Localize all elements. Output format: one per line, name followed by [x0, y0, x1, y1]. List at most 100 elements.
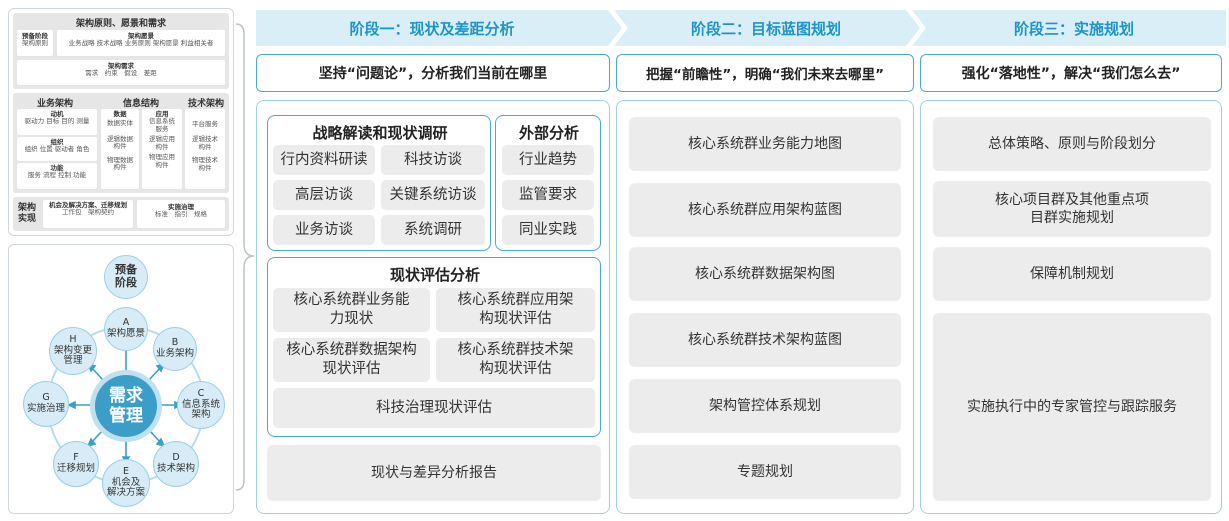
plan-execution-oversight: 实施执行中的专家管控与跟踪服务	[933, 313, 1211, 501]
data-physical: 物理数据构件	[107, 155, 133, 172]
tech-arch-title: 技术架构	[187, 99, 224, 109]
data-title: 数据	[113, 110, 127, 118]
opportunity-box: 机会及解决方案、迁移规划 工作包 架构契约	[43, 200, 133, 228]
governance-items: 标准 指引 规格	[155, 210, 207, 219]
external-analysis-title: 外部分析	[518, 124, 579, 142]
strategy-item-system-survey: 系统调研	[381, 215, 485, 245]
info-struct-title: 信息结构	[122, 99, 159, 109]
node-h-label-1: 架构变更	[53, 344, 92, 356]
architecture-framework-panel: 架构原则、愿景和需求 预备阶段 架构原则 架构愿景 业务战略 技术战略 业务原则…	[8, 8, 234, 236]
requirements-items: 需求 约束 假设 差距	[85, 69, 157, 78]
motive-title: 动机	[50, 110, 64, 118]
node-b-label: 业务架构	[155, 348, 194, 359]
arrowhead-g	[67, 400, 76, 410]
node-c-label-1: 信息系统	[181, 398, 220, 410]
strategy-research-title: 战略解读和现状调研	[312, 124, 448, 142]
org-title: 组织	[50, 138, 64, 146]
blueprint-special-topics: 专题规划	[629, 445, 901, 499]
node-g-letter: G	[42, 392, 50, 404]
tech-box: 平台服务 逻辑技术构件 物理技术构件	[185, 109, 225, 189]
stage-2-panel: 核心系统群业务能力地图 核心系统群应用架构蓝图 核心系统群数据架构图 核心系统群…	[616, 100, 914, 514]
application-title: 应用	[155, 110, 169, 118]
function-items: 服务 流程 控制 功能	[27, 171, 87, 180]
blueprint-technology: 核心系统群技术架构蓝图	[629, 313, 901, 367]
application-box: 应用 信息系统服务 逻辑应用构件 物理应用构件	[142, 109, 182, 189]
motive-items: 驱动力 目标 目的 测量	[24, 117, 90, 126]
chevron-stage-1	[256, 10, 622, 46]
node-e-letter: E	[122, 465, 129, 477]
stage-1-subtitle: 坚持“问题论”，分析我们当前在哪里	[256, 54, 610, 92]
framework-title: 架构原则、愿景和需求	[75, 19, 166, 29]
implementation-block: 架构实现 机会及解决方案、迁移规划 工作包 架构契约 实施治理 标准 指引 规格	[13, 197, 229, 231]
application-service: 信息系统服务	[149, 117, 175, 133]
cycle-node-prelim: 预备阶段	[104, 255, 148, 299]
node-e-label-1: 机会及	[111, 476, 141, 488]
chevron-stage-2	[614, 10, 920, 46]
function-title: 功能	[50, 164, 64, 172]
strategy-item-business-interview: 业务访谈	[273, 215, 375, 245]
blueprint-application: 核心系统群应用架构蓝图	[629, 183, 901, 237]
status-assessment-group: 现状评估分析 核心系统群业务能力现状 核心系统群应用架构现状评估 核心系统群数据…	[267, 257, 601, 437]
requirements-title: 架构需求	[108, 62, 134, 70]
blueprint-data: 核心系统群数据架构图	[629, 247, 901, 301]
strategy-item-exec-interview: 高层访谈	[273, 180, 375, 210]
external-item-peers: 同业实践	[502, 215, 594, 245]
node-c-letter: C	[197, 387, 205, 399]
node-d-label: 技术架构	[156, 463, 195, 474]
strategy-research-group: 战略解读和现状调研 行内资料研读 科技访谈 高层访谈 关键系统访谈 业务访谈 系…	[267, 115, 491, 251]
tech-platform: 平台服务	[192, 120, 218, 128]
data-box: 数据 数据实体 逻辑数据构件 物理数据构件	[101, 109, 139, 189]
strategy-item-key-system-interview: 关键系统访谈	[381, 180, 485, 210]
external-item-regulation: 监管要求	[502, 180, 594, 210]
vision-items: 业务战略 技术战略 业务原则 架构愿景 利益相关者	[68, 39, 214, 48]
stage-3-panel: 总体策略、原则与阶段划分 核心项目群及其他重点项目群实施规划 保障机制规划 实施…	[920, 100, 1222, 514]
plan-key-projects: 核心项目群及其他重点项目群实施规划	[933, 181, 1211, 237]
stage-3-banner: 阶段三：实施规划	[1013, 19, 1134, 38]
node-b-letter: B	[171, 337, 179, 349]
assessment-application: 核心系统群应用架构现状评估	[436, 288, 595, 332]
gap-analysis-report: 现状与差异分析报告	[267, 445, 601, 501]
strategy-item-internal-docs: 行内资料研读	[273, 145, 375, 175]
assessment-technology: 核心系统群技术架构现状评估	[436, 338, 595, 382]
stage-2-banner: 阶段二：目标蓝图规划	[690, 19, 841, 38]
strategy-item-tech-interview: 科技访谈	[381, 145, 485, 175]
motive-box: 动机 驱动力 目标 目的 测量	[17, 109, 97, 135]
node-a-letter: A	[122, 317, 130, 329]
assessment-governance: 科技治理现状评估	[273, 388, 595, 428]
node-d-letter: D	[172, 452, 180, 464]
application-physical: 物理应用构件	[149, 153, 175, 169]
prelim-line-2: 阶段	[115, 276, 137, 289]
function-box: 功能 服务 流程 控制 功能	[17, 163, 97, 189]
prelim-item: 架构原则	[22, 39, 48, 48]
prelim-title: 预备阶段	[22, 32, 48, 40]
opportunity-title: 机会及解决方案、迁移规划	[49, 201, 127, 209]
implementation-title: 架构实现	[17, 203, 36, 224]
application-logical: 逻辑应用构件	[149, 135, 175, 151]
node-a-label: 架构愿景	[106, 328, 145, 339]
tech-logical: 逻辑技术构件	[192, 135, 218, 151]
assessment-data: 核心系统群数据架构现状评估	[273, 338, 430, 382]
opportunity-items: 工作包 架构契约	[62, 208, 114, 217]
external-item-industry: 行业趋势	[502, 145, 594, 175]
stage-3-subtitle: 强化“落地性”，解决“我们怎么去”	[920, 54, 1222, 92]
org-items: 组织 位置 驱动者 角色	[24, 145, 90, 154]
business-arch-title: 业务架构	[36, 99, 73, 109]
stage-2-subtitle: 把握“前瞻性”，明确“我们未来去哪里”	[616, 54, 914, 92]
tech-physical: 物理技术构件	[192, 156, 218, 172]
brace-path	[235, 23, 255, 491]
prelim-line-1: 预备	[115, 263, 137, 277]
chevron-stage-3	[912, 10, 1226, 46]
plan-assurance: 保障机制规划	[933, 247, 1211, 301]
vision-title: 架构愿景	[128, 32, 154, 40]
blueprint-business-capability: 核心系统群业务能力地图	[629, 117, 901, 171]
node-f-letter: F	[73, 452, 79, 464]
status-assessment-title: 现状评估分析	[389, 266, 480, 284]
stage-chevrons	[256, 10, 1226, 46]
